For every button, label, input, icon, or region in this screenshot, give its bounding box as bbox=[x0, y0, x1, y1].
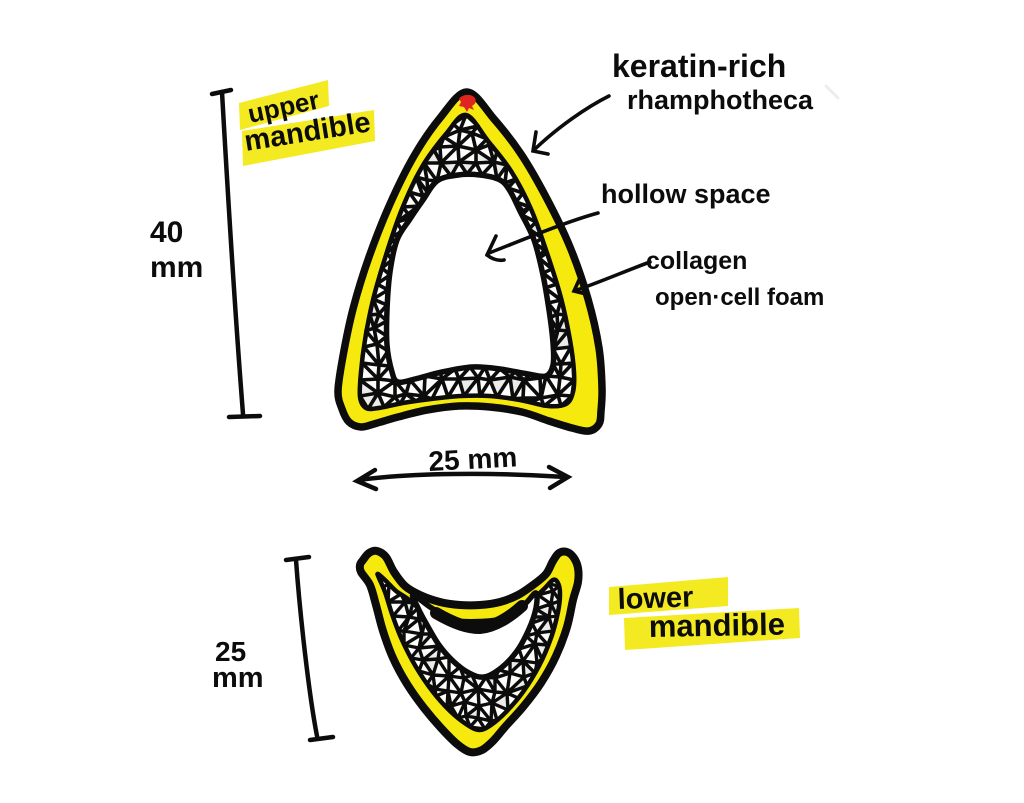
svg-text:mm: mm bbox=[212, 662, 264, 694]
svg-text:mandible: mandible bbox=[649, 607, 786, 644]
svg-text:rhamphotheca: rhamphotheca bbox=[627, 85, 814, 115]
svg-text:25: 25 bbox=[215, 636, 246, 667]
svg-text:collagen: collagen bbox=[646, 247, 747, 275]
svg-text:lower: lower bbox=[617, 581, 694, 616]
svg-text:hollow space: hollow space bbox=[601, 179, 771, 209]
svg-text:25 mm: 25 mm bbox=[428, 441, 518, 477]
svg-text:keratin-rich: keratin-rich bbox=[612, 48, 786, 84]
svg-text:open·cell foam: open·cell foam bbox=[655, 284, 824, 311]
svg-text:40: 40 bbox=[150, 216, 183, 249]
svg-text:mm: mm bbox=[150, 251, 203, 284]
